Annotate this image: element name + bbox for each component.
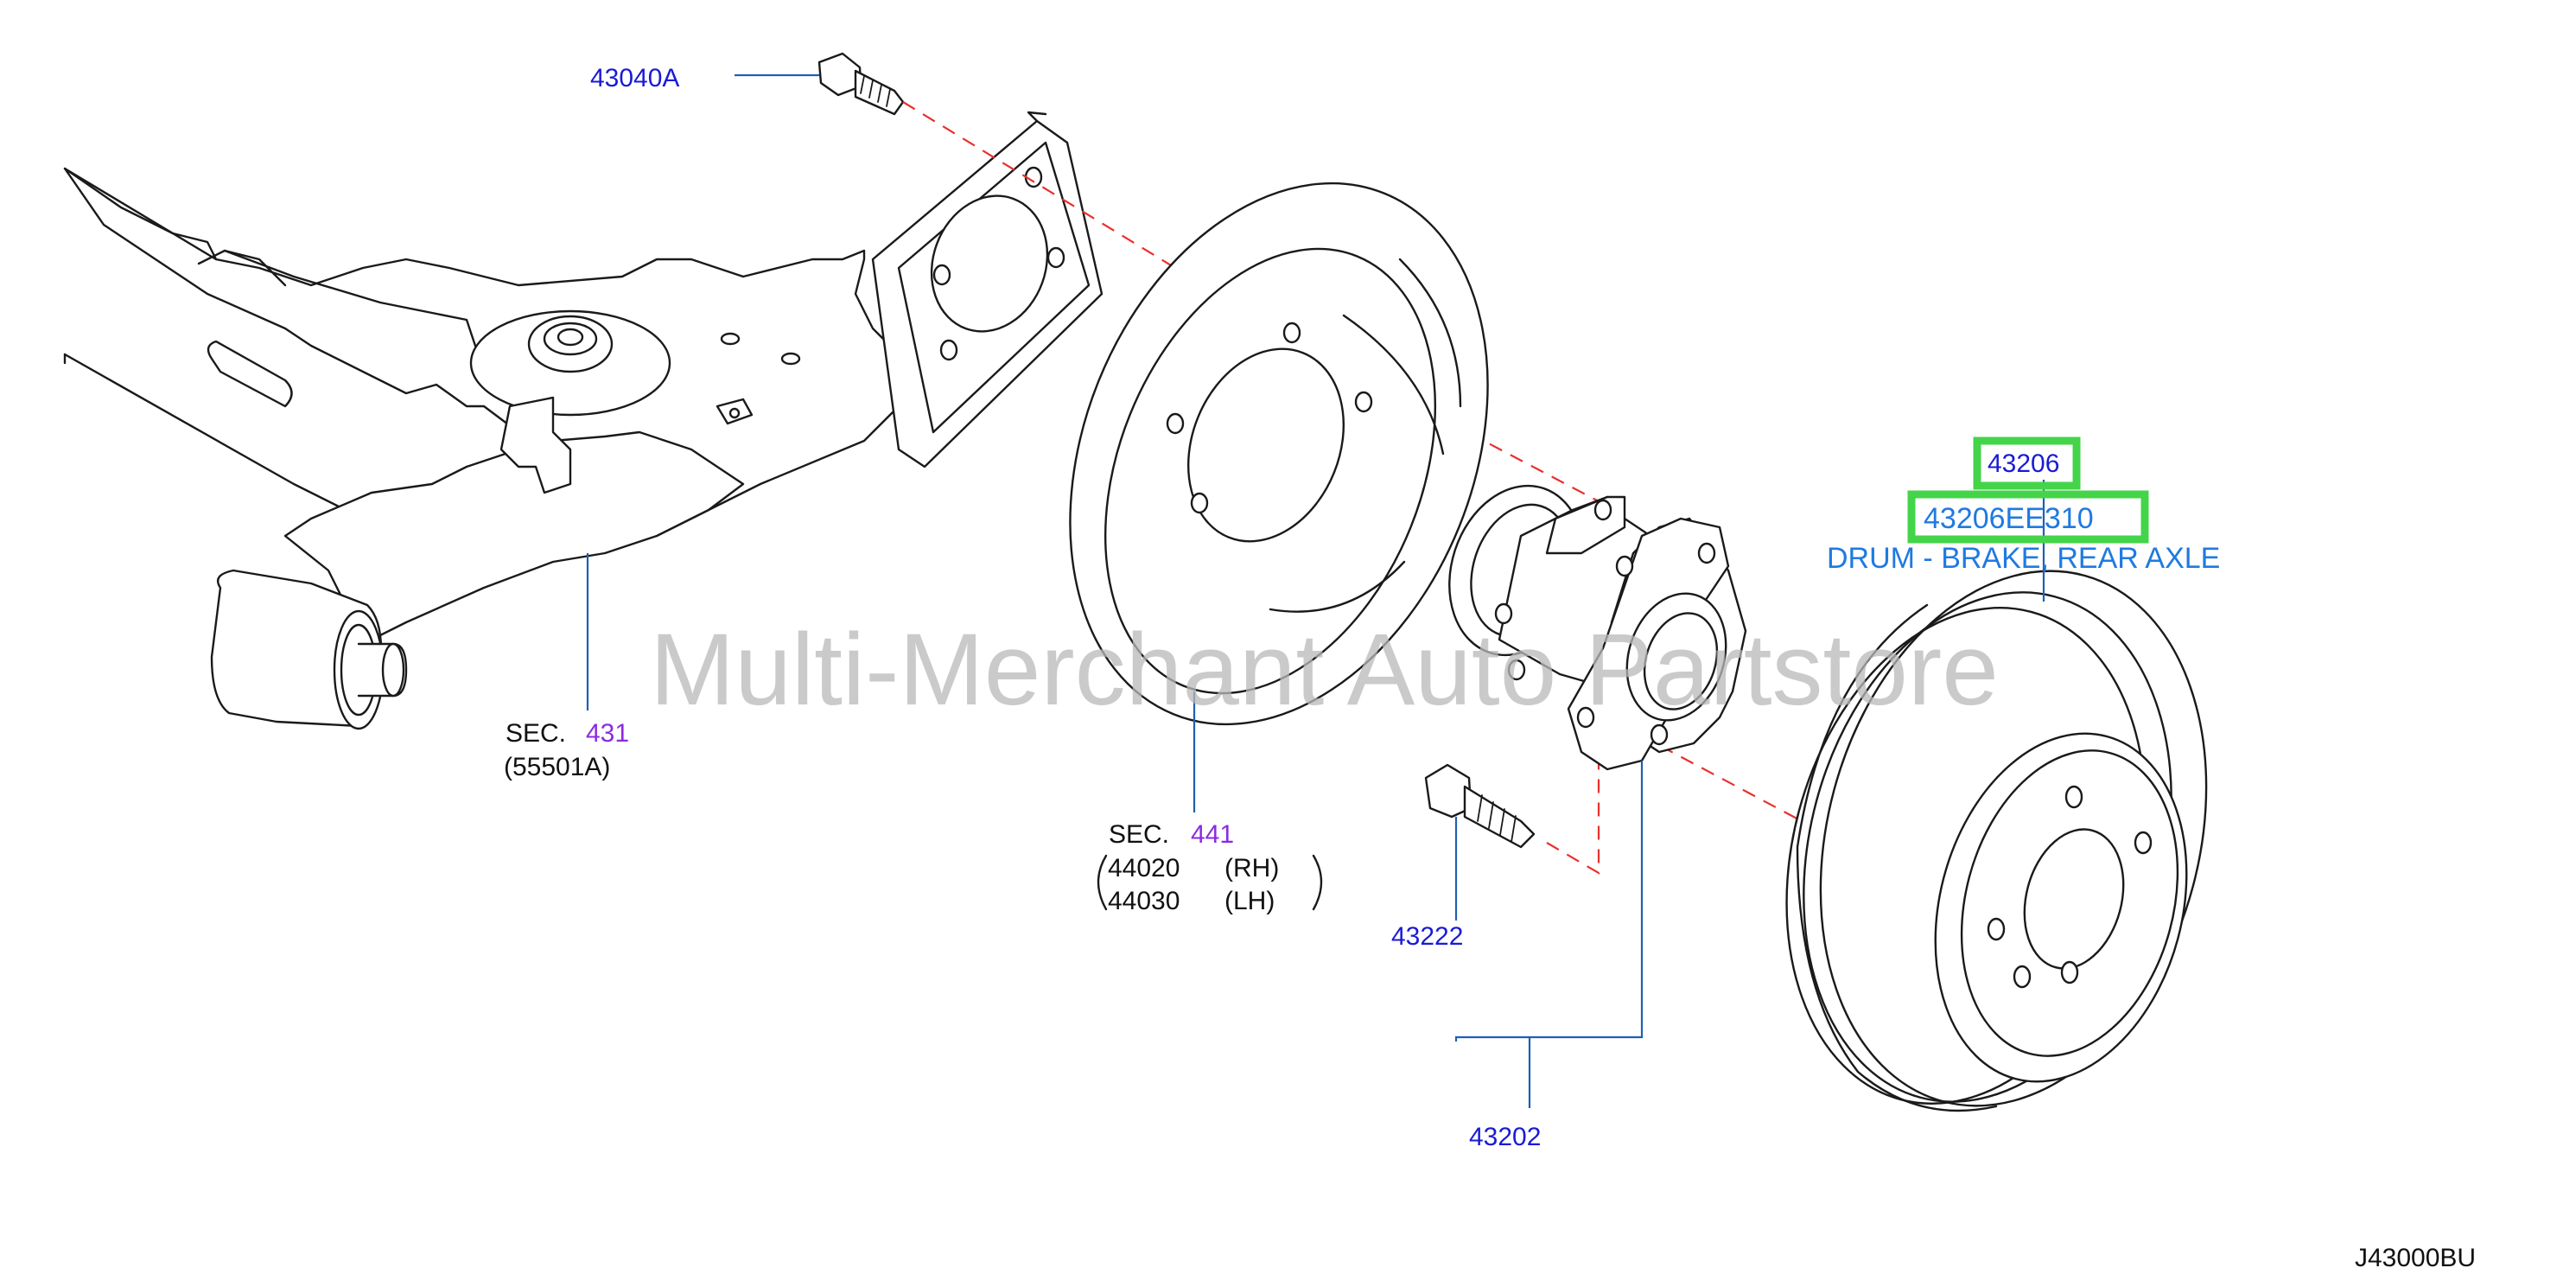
sec441-rh-side: (RH) [1224, 854, 1279, 882]
bolt-43040a[interactable] [817, 52, 905, 116]
sec431-number[interactable]: 431 [586, 719, 629, 748]
callout-43202[interactable]: 43202 [1469, 1123, 1541, 1151]
brake-backing-plate[interactable] [994, 120, 1565, 787]
sec441-bracket-left [1097, 854, 1108, 911]
sec431-subpart: (55501A) [504, 753, 610, 781]
callout-43222[interactable]: 43222 [1391, 922, 1463, 951]
sec441-bracket-right [1312, 854, 1323, 911]
hub-bolt-43222[interactable] [1424, 763, 1536, 849]
watermark-text: Multi-Merchant Auto Partstore [650, 613, 1999, 727]
diagram-code: J43000BU [2355, 1244, 2476, 1272]
drum-ref-highlight [1973, 436, 2081, 490]
sec441-prefix: SEC. [1109, 820, 1169, 849]
callout-43040a[interactable]: 43040A [590, 64, 679, 92]
rear-axle-beam[interactable] [63, 111, 1104, 730]
sec441-lh-part: 44030 [1108, 887, 1180, 915]
selected-part-description: DRUM - BRAKE, REAR AXLE [1827, 542, 2220, 575]
callout-labels: 43040A SEC. 431 (55501A) SEC. 441 44020 … [504, 64, 1541, 1151]
callout-43206[interactable]: 43206 [1988, 449, 2059, 478]
sec431-prefix: SEC. [506, 719, 566, 748]
leader-lines [586, 73, 2045, 1108]
sec441-number[interactable]: 441 [1191, 820, 1234, 849]
brake-drum-43206[interactable] [1733, 527, 2263, 1150]
sec441-lh-side: (LH) [1224, 887, 1275, 915]
sec441-rh-part: 44020 [1108, 854, 1180, 882]
part-number-highlight [1907, 490, 2149, 544]
hub-assembly[interactable] [1428, 468, 1747, 771]
selected-part-callout[interactable]: 43206 43206EE310 DRUM - BRAKE, REAR AXLE [1827, 436, 2220, 575]
selected-part-number[interactable]: 43206EE310 [1924, 502, 2094, 535]
